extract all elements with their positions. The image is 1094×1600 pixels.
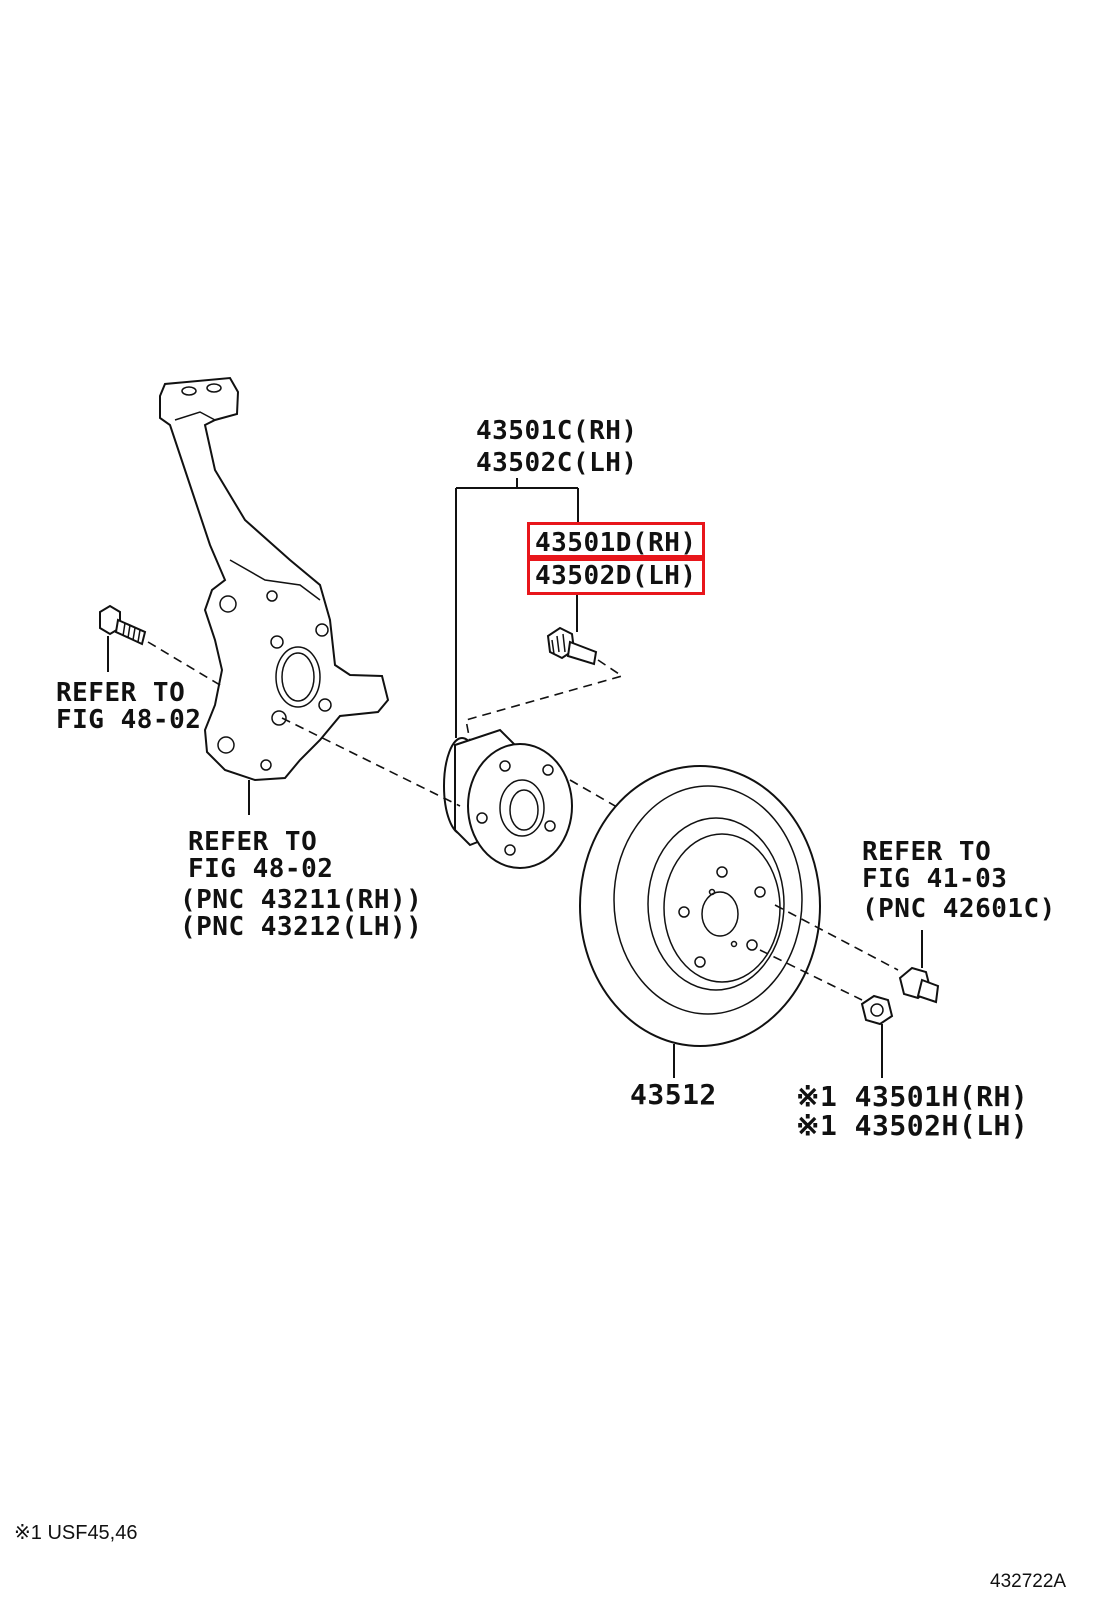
label-hub-bolt-rh[interactable]: 43501D(RH) bbox=[535, 528, 697, 558]
label-wheel-nut-refer-2[interactable]: FIG 41-03 bbox=[862, 864, 1008, 894]
label-hub-bolt-lh[interactable]: 43502D(LH) bbox=[535, 561, 697, 591]
hub-bolt[interactable] bbox=[546, 626, 598, 666]
label-knuckle-bolt-refer-1[interactable]: REFER TO bbox=[56, 678, 186, 708]
label-hub-assy-lh[interactable]: 43502C(LH) bbox=[476, 448, 638, 478]
brake-disc[interactable] bbox=[579, 765, 821, 1047]
figure-code: 432722A bbox=[990, 1571, 1067, 1592]
label-knuckle-refer-1[interactable]: REFER TO bbox=[188, 827, 318, 857]
axle-hub-assy[interactable] bbox=[443, 728, 573, 869]
label-knuckle-pnc-rh[interactable]: (PNC 43211(RH)) bbox=[180, 885, 423, 915]
label-knuckle-bolt-refer-2[interactable]: FIG 48-02 bbox=[56, 705, 202, 735]
knuckle-bolt[interactable] bbox=[99, 604, 147, 646]
footer-note: ※1 USF45,46 bbox=[14, 1522, 138, 1544]
label-nut-lh[interactable]: ※1 43502H(LH) bbox=[796, 1109, 1029, 1142]
label-knuckle-refer-2[interactable]: FIG 48-02 bbox=[188, 854, 334, 884]
disc-nut[interactable] bbox=[860, 994, 894, 1026]
label-nut-rh[interactable]: ※1 43501H(RH) bbox=[796, 1080, 1029, 1113]
highlight-hub-bolt-rh bbox=[527, 522, 705, 558]
wheel-hub-nut[interactable] bbox=[898, 966, 940, 1004]
label-wheel-nut-refer-1[interactable]: REFER TO bbox=[862, 837, 992, 867]
label-knuckle-pnc-lh[interactable]: (PNC 43212(LH)) bbox=[180, 912, 423, 942]
label-disc[interactable]: 43512 bbox=[630, 1078, 717, 1111]
label-wheel-nut-pnc[interactable]: (PNC 42601C) bbox=[862, 894, 1056, 924]
steering-knuckle[interactable] bbox=[159, 376, 390, 782]
label-hub-assy-rh[interactable]: 43501C(RH) bbox=[476, 416, 638, 446]
highlight-hub-bolt-lh bbox=[527, 558, 705, 595]
